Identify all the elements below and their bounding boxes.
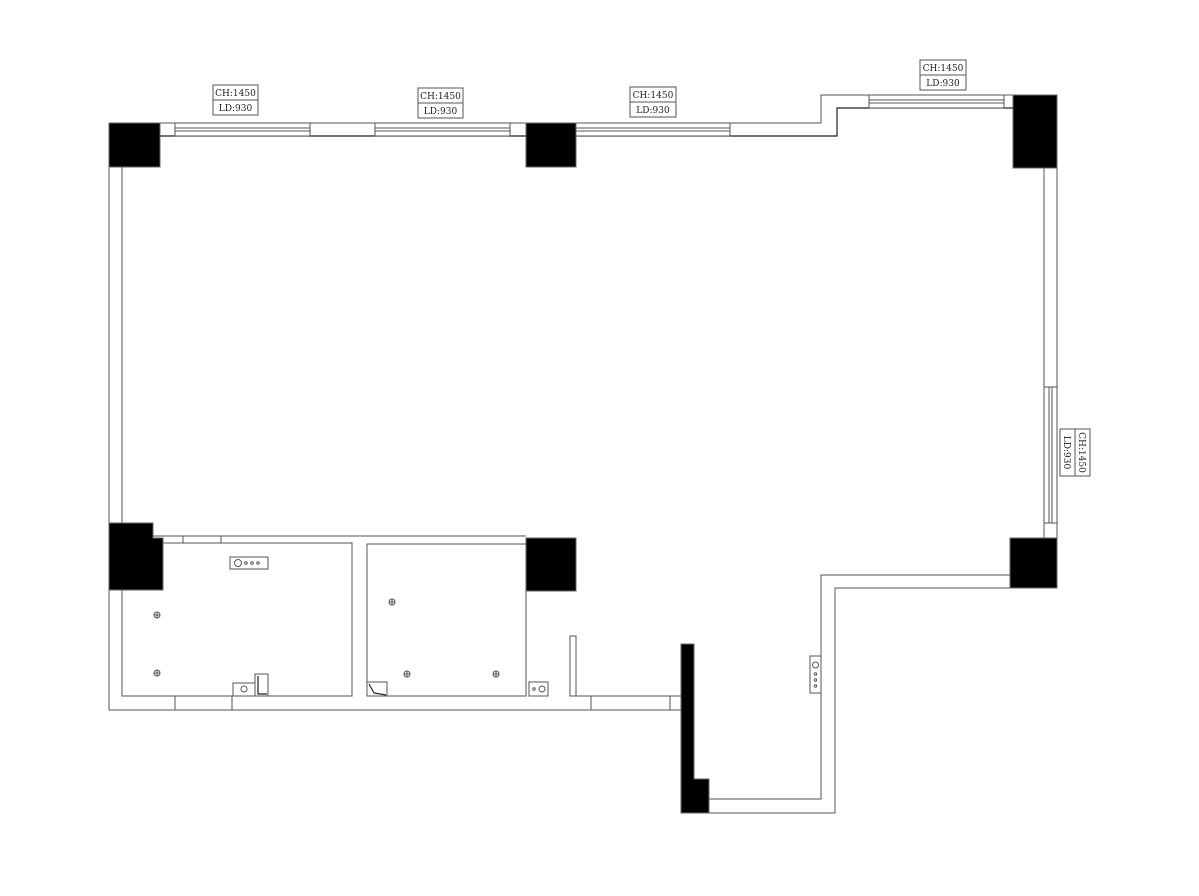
column — [1009, 537, 1058, 589]
column — [680, 643, 710, 814]
bathroom-walls — [109, 535, 681, 711]
ceiling-height-text: CH:1450 — [923, 64, 964, 74]
sill-height-text: LD:930 — [424, 107, 458, 117]
floor-drain-icon — [153, 598, 500, 678]
electrical-panel-icon — [229, 556, 269, 570]
window-label-3: CH:1450 LD:930 — [629, 86, 677, 118]
column — [525, 122, 577, 168]
window-label-4: CH:1450 LD:930 — [919, 59, 967, 91]
window-label-2: CH:1450 LD:930 — [417, 87, 464, 119]
window-1 — [174, 122, 311, 137]
column — [108, 122, 161, 168]
ceiling-height-text: CH:1450 — [420, 92, 461, 102]
window-3 — [575, 122, 731, 137]
bathroom-2 — [366, 543, 527, 697]
ceiling-height-text: CH:1450 — [633, 91, 674, 101]
window-2 — [374, 122, 511, 137]
electrical-panel-icon — [809, 655, 822, 694]
sill-height-text: LD:930 — [926, 79, 960, 89]
column — [108, 522, 164, 591]
plumbing-fixture-icon — [232, 673, 549, 697]
window-label-1: CH:1450 LD:930 — [212, 84, 259, 116]
window-5 — [1043, 386, 1058, 524]
column — [1012, 94, 1058, 169]
sill-height-text: LD:930 — [1061, 436, 1071, 470]
column — [525, 537, 577, 592]
sill-height-text: LD:930 — [636, 106, 670, 116]
left-wall — [108, 167, 123, 710]
ceiling-height-text: CH:1450 — [215, 89, 256, 99]
sill-height-text: LD:930 — [219, 104, 253, 114]
window-label-5: CH:1450 LD:930 — [1059, 428, 1091, 477]
window-4 — [868, 94, 1005, 109]
lower-right-wall — [709, 574, 1010, 814]
ceiling-height-text: CH:1450 — [1076, 432, 1086, 473]
